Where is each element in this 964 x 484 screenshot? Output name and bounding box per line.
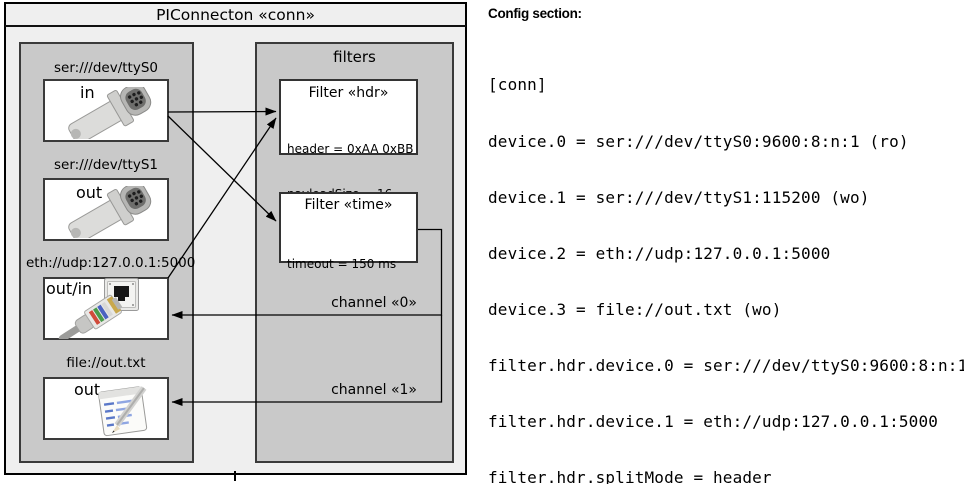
diagram-title: PIConnecton «conn» [156, 6, 315, 24]
ethernet-connector-icon [58, 294, 123, 339]
channel-0-label: channel «0» [331, 295, 417, 311]
filters-panel-label: filters [333, 48, 376, 66]
device-port-label: out [76, 183, 103, 202]
device-label-eth: eth://udp:127.0.0.1:5000 [26, 255, 196, 271]
config-heading: Config section: [488, 6, 582, 21]
device-label-file: file://out.txt [66, 355, 146, 371]
config-line: device.0 = ser:///dev/ttyS0:9600:8:n:1 (… [488, 131, 909, 151]
device-label-ttyS1: ser:///dev/ttyS1 [54, 157, 158, 173]
serial-connector-icon [68, 87, 152, 139]
config-line: filter.hdr.device.1 = eth://udp:127.0.0.… [488, 412, 939, 432]
diagram-title-separator [5, 25, 466, 27]
config-line: device.1 = ser:///dev/ttyS1:115200 (wo) [488, 187, 870, 207]
filter-hdr-title: Filter «hdr» [308, 85, 389, 101]
channel-1-label: channel «1» [331, 382, 417, 398]
filter-box-hdr [279, 79, 418, 155]
filter-time-title: Filter «time» [304, 197, 393, 213]
notepad-icon [98, 386, 148, 437]
filter-time-props: timeout = 150 ms [287, 227, 396, 302]
device-port-label: in [80, 83, 95, 102]
config-line: filter.hdr.splitMode = header [488, 468, 772, 484]
config-line: device.2 = eth://udp:127.0.0.1:5000 [488, 243, 831, 263]
serial-connector-icon [68, 186, 152, 238]
config-line: [conn] [488, 75, 547, 95]
diagram-bottom-notch [234, 471, 236, 481]
config-section: [conn] device.0 = ser:///dev/ttyS0:9600:… [488, 39, 964, 484]
device-port-label: out [74, 380, 101, 399]
device-port-label: out/in [46, 279, 93, 298]
device-label-ttyS0: ser:///dev/ttyS0 [54, 60, 158, 76]
config-line: device.3 = file://out.txt (wo) [488, 299, 782, 319]
filter-time-prop-timeout: timeout = 150 ms [287, 257, 397, 271]
filter-hdr-prop-header: header = 0xAA 0xBB [287, 142, 414, 156]
config-line: filter.hdr.device.0 = ser:///dev/ttyS0:9… [488, 355, 964, 375]
